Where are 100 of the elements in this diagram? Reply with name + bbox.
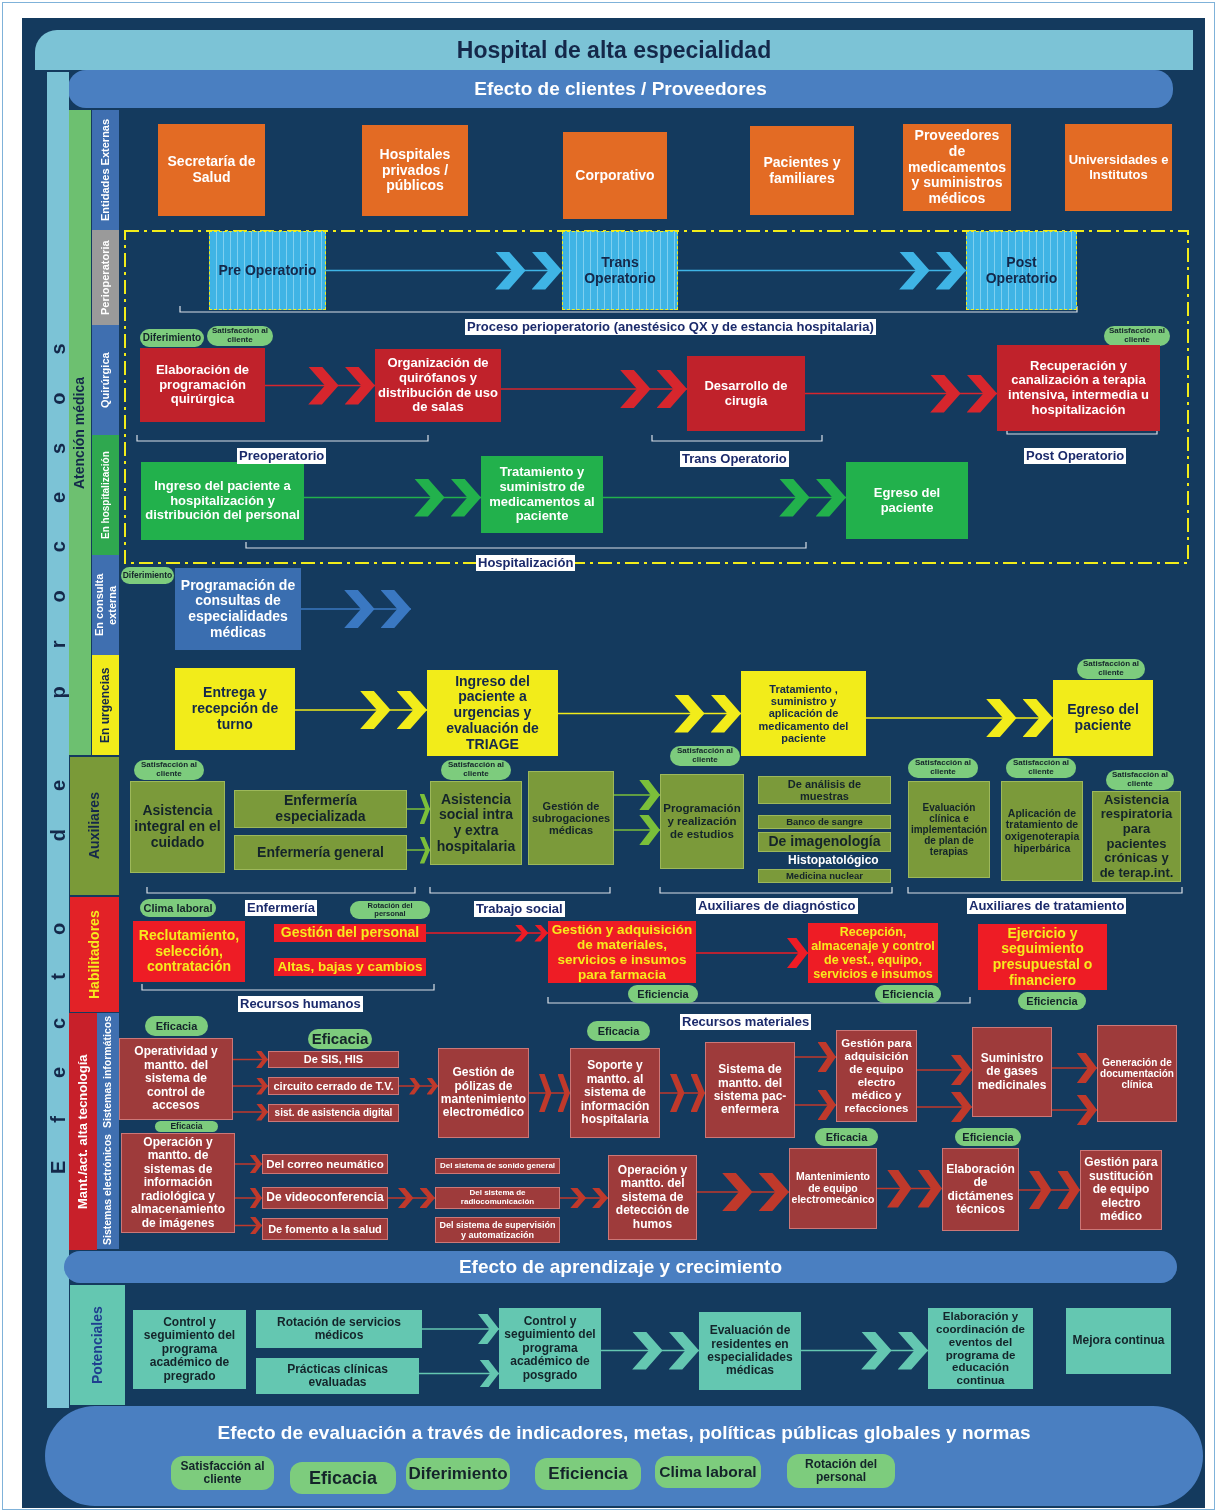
status-pill: Satisfacción al cliente [207, 326, 273, 346]
process-box: Reclutamiento, selección, contratación [133, 921, 245, 982]
process-box: Asistencia respiratoria para pacientes crónicas y de terap.int. [1092, 791, 1181, 882]
process-box: Evaluación clínica e implementación de plan de terapias [908, 781, 990, 878]
process-box: Ingreso del paciente a urgencias y evaluación de TRIAGE [427, 670, 558, 756]
process-box: Ejercicio y seguimiento presupuestal o financiero [978, 924, 1107, 990]
process-box: circuito cerrado de T.V. [268, 1077, 399, 1095]
process-box: Operatividad y mantto. del sistema de control de accesos [119, 1038, 233, 1120]
process-box: Operación y mantto. del sistema de detección de humos [608, 1155, 697, 1240]
process-box: Tratamiento , suministro y aplicación de medicamento del paciente [741, 671, 866, 756]
status-pill: Eficiencia [628, 985, 698, 1003]
process-box: Mejora continua [1066, 1308, 1171, 1374]
process-box: Soporte y mantto. al sistema de información hospitalaria [570, 1048, 660, 1138]
status-pill: Clima laboral [140, 899, 216, 917]
lane-header: Sistemas electrónicos [97, 1131, 119, 1249]
status-pill: Eficacia [290, 1462, 396, 1494]
status-pill: Satisfacción al cliente [1106, 770, 1174, 790]
status-pill: Eficiencia [955, 1128, 1021, 1146]
process-box: Recuperación y canalización a terapia intensiva, intermedia u hospitalización [997, 345, 1160, 431]
status-pill: Diferimiento [140, 329, 204, 347]
process-box: Egreso del paciente [846, 462, 968, 539]
process-box: Del sistema de radiocomunicación [435, 1187, 560, 1209]
process-box: Rotación de servicios médicos [256, 1310, 422, 1348]
process-box: Pre Operatorio [209, 231, 326, 310]
process-box: Programación de consultas de especialidades médicas [175, 568, 301, 650]
lane-header: Quirúrgica [92, 325, 119, 435]
process-box: Programación y realización de estudios [660, 774, 744, 869]
status-pill: Clima laboral [655, 1456, 761, 1488]
process-box: Universidades e Institutos [1065, 124, 1172, 211]
process-box: Del correo neumático [262, 1154, 388, 1174]
process-box: Desarrollo de cirugía [687, 356, 805, 431]
process-box: De videoconferencia [262, 1187, 388, 1209]
status-pill: Diferimiento [121, 567, 174, 584]
process-box: Sistema de mantto. del sistema pac-enfermera [705, 1042, 795, 1138]
lane-header: Entidades Externas [92, 110, 119, 230]
process-box: Asistencia integral en el cuidado [130, 781, 225, 873]
status-pill: Satisfacción al cliente [1104, 326, 1170, 346]
process-box: Ingreso del paciente a hospitalización y distribución del personal [141, 462, 304, 540]
status-pill: Satisfacción al cliente [171, 1456, 274, 1490]
process-box: Operación y mantto. de sistemas de información radiológica y almacenamiento de imágenes [121, 1133, 235, 1233]
process-box: Control y seguimiento del programa académico de pregrado [133, 1310, 246, 1389]
process-box: Aplicación de tratamiento de oxigenoterapia hiperbárica [1001, 781, 1083, 881]
lane-header: En urgencias [92, 655, 119, 755]
process-box: Pacientes y familiares [750, 126, 854, 215]
process-box: Prácticas clínicas evaluadas [256, 1358, 419, 1394]
bracket-label: Enfermería [245, 900, 317, 916]
process-box: Proveedores de medicamentos y suministros médicos [903, 124, 1011, 211]
status-pill: Eficacia [815, 1128, 878, 1146]
process-box: Elaboración y coordinación de eventos del programa de educación continua [928, 1308, 1033, 1389]
process-box: Asistencia social intra y extra hospitalaria [430, 781, 522, 865]
process-box: Elaboración de dictámenes técnicos [942, 1148, 1019, 1231]
bracket-label: Trans Operatorio [680, 451, 789, 467]
lane-header: Mant./act. alta tecnología [69, 1013, 97, 1250]
lane-header: En hospitalización [92, 435, 119, 555]
status-pill: Eficacia [155, 1121, 218, 1132]
bracket-label: Proceso perioperatorio (anestésico QX y de estancia hospitalaria) [465, 319, 876, 335]
process-box: Egreso del paciente [1053, 680, 1153, 756]
bracket-label: Auxiliares de diagnóstico [696, 898, 858, 914]
status-pill: Eficacia [145, 1016, 208, 1036]
process-box: Gestión para adquisición de equipo electro médico y refacciones [836, 1030, 917, 1122]
bracket-label: Post Operatorio [1024, 448, 1127, 464]
process-box: Mantenimiento de equipo electromecánico [789, 1148, 877, 1229]
process-box: De fomento a la salud [262, 1218, 388, 1240]
process-box: Gestión de subrogaciones médicas [528, 771, 614, 865]
status-pill: Satisfacción al cliente [1006, 758, 1076, 778]
status-pill: Eficiencia [535, 1458, 641, 1490]
process-box: Altas, bajas y cambios [274, 958, 426, 976]
process-box: De imagenología [758, 832, 891, 852]
lane-header: Atención médica [69, 110, 91, 755]
process-box: Medicina nuclear [758, 869, 891, 883]
bracket-label: Preoperatorio [237, 448, 327, 464]
status-pill: Satisfacción al cliente [441, 760, 511, 780]
bracket-label: Hospitalización [476, 555, 576, 571]
status-pill: Eficiencia [1018, 992, 1086, 1010]
status-pill: Diferimiento [406, 1458, 510, 1490]
lane-header: Perioperatoria [92, 230, 119, 325]
process-box: Hospitales privados / públicos [362, 125, 468, 216]
status-pill: Satisfacción al cliente [670, 746, 740, 766]
process-box: Enfermería especializada [234, 790, 407, 828]
lane-header: En consulta externa [92, 555, 119, 655]
process-box: Evaluación de residentes en especialidades médicas [699, 1312, 801, 1390]
status-pill: Eficacia [587, 1021, 650, 1041]
process-box: Gestión para sustitución de equipo electro médico [1080, 1150, 1162, 1230]
process-box: Gestión del personal [274, 924, 426, 942]
process-box: Elaboración de programación quirúrgica [140, 348, 265, 422]
process-box: Enfermería general [234, 835, 407, 870]
process-box: sist. de asistencia digital [268, 1104, 399, 1122]
process-box: Control y seguimiento del programa académico de posgrado [499, 1308, 601, 1389]
process-box: Del sistema de supervisión y automatización [435, 1217, 560, 1243]
banner-text: Efecto de evaluación a través de indicadores, metas, políticas públicas globales y normas [217, 1422, 1031, 1444]
status-pill: Satisfacción al cliente [1077, 659, 1145, 679]
process-box: Gestión y adquisición de materiales, servicios e insumos para farmacia [548, 921, 696, 983]
process-box: Post Operatorio [966, 231, 1077, 310]
process-box: Tratamiento y suministro de medicamentos al paciente [481, 456, 603, 533]
lane-header: Efecto de procesos [47, 72, 69, 1408]
banner: Efecto de clientes / Proveedores [68, 70, 1173, 108]
bracket-label: Auxiliares de tratamiento [967, 898, 1127, 914]
process-box: De análisis de muestras [758, 776, 891, 804]
status-pill: Rotación del personal [787, 1454, 895, 1488]
lane-header: Sistemas informáticos [97, 1013, 119, 1131]
